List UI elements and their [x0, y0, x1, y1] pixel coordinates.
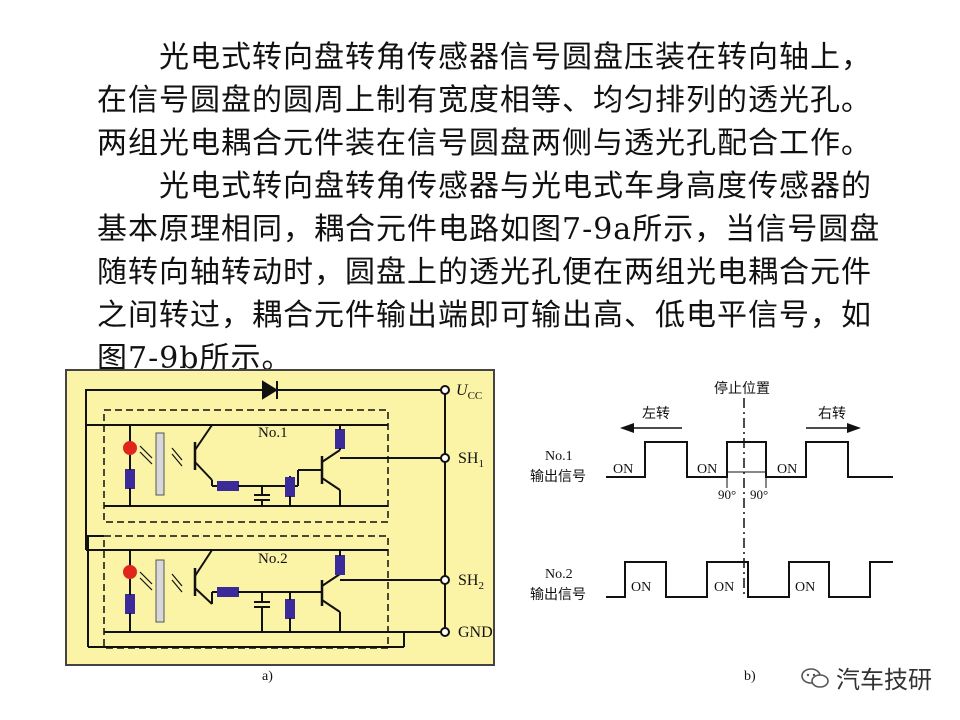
- watermark: 汽车技研: [800, 660, 932, 695]
- on-label: ON: [777, 462, 797, 477]
- angle-label-right: 90°: [750, 487, 768, 502]
- sh2-label: SH2: [458, 572, 484, 592]
- text-line: 两组光电耦合元件装在信号圆盘两侧与透光孔配合工作。: [97, 126, 872, 161]
- paragraph-1: 光电式转向盘转角传感器信号圆盘压装在转向轴上， 在信号圆盘的圆周上制有宽度相等、…: [97, 36, 897, 165]
- sh1-terminal: [440, 453, 450, 463]
- text-line: 随转向轴转动时，圆盘上的透光孔便在两组光电耦合元件: [97, 255, 872, 290]
- resistor: [335, 429, 345, 449]
- angle-label-left: 90°: [718, 487, 736, 502]
- on-label: ON: [613, 462, 633, 477]
- ucc-label: UCC: [456, 382, 482, 402]
- watermark-text: 汽车技研: [836, 666, 932, 694]
- resistor: [217, 481, 239, 491]
- wechat-icon: [801, 667, 829, 688]
- resistor: [125, 469, 135, 489]
- led-no2: [123, 565, 137, 579]
- gnd-label: GND: [458, 624, 493, 641]
- resistor: [217, 587, 239, 597]
- stop-position-label: 停止位置: [714, 380, 770, 397]
- text-line: 之间转过，耦合元件输出端即可输出高、低电平信号，如: [97, 298, 872, 333]
- caption-b: b): [744, 669, 756, 684]
- text-line: 光电式转向盘转角传感器信号圆盘压装在转向轴上，: [159, 40, 872, 75]
- signal-disc-slot: [155, 559, 165, 623]
- on-label: ON: [795, 580, 815, 595]
- no1-waveform: [606, 441, 893, 478]
- caption-a: a): [262, 669, 273, 684]
- sh2-terminal: [440, 575, 450, 585]
- right-turn-label: 右转: [818, 406, 846, 422]
- no1-module-label: No.1: [258, 425, 288, 441]
- signal-disc-slot: [155, 432, 165, 496]
- coupling-circuit-diagram: [65, 369, 495, 666]
- resistor: [125, 594, 135, 614]
- left-turn-label: 左转: [642, 406, 670, 422]
- on-label: ON: [714, 580, 734, 595]
- on-label: ON: [697, 462, 717, 477]
- ucc-terminal: [440, 385, 450, 395]
- no2-waveform: [606, 561, 893, 598]
- diode-symbol: [262, 380, 278, 400]
- output-signal-timing-diagram: [525, 368, 910, 690]
- no1-signal-label: No.1: [545, 449, 573, 464]
- resistor: [335, 555, 345, 575]
- resistor: [285, 477, 295, 497]
- sh1-label: SH1: [458, 450, 484, 470]
- text-line: 在信号圆盘的圆周上制有宽度相等、均匀排列的透光孔。: [97, 83, 872, 118]
- no2-signal-label: No.2: [545, 567, 573, 582]
- text-line: 基本原理相同，耦合元件电路如图7-9a所示，当信号圆盘: [97, 212, 881, 247]
- no1-signal-label: 输出信号: [530, 469, 586, 485]
- resistor: [285, 599, 295, 619]
- no2-signal-label: 输出信号: [530, 587, 586, 603]
- no2-module-label: No.2: [258, 551, 288, 567]
- led-no1: [123, 441, 137, 455]
- on-label: ON: [631, 580, 651, 595]
- gnd-terminal: [440, 627, 450, 637]
- circuit-panel: [65, 369, 495, 666]
- text-line: 光电式转向盘转角传感器与光电式车身高度传感器的: [159, 169, 872, 204]
- ucc-rail: [85, 389, 445, 550]
